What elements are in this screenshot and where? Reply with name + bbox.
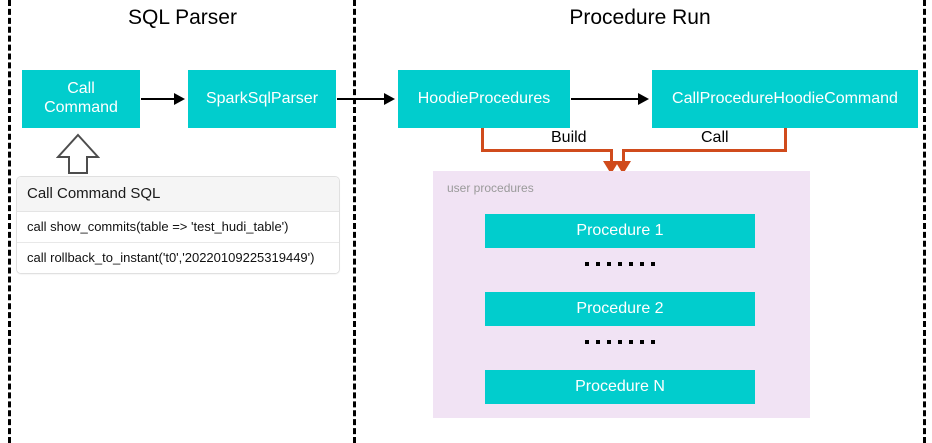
section-title-procedure-run: Procedure Run [569,6,711,29]
node-call-command-line1: Call [67,80,95,98]
ellipsis-dot [585,340,589,344]
procedures-ellipsis [485,337,755,347]
sql-table-row: call rollback_to_instant('t0','202201092… [17,243,339,273]
ellipsis-dot [607,340,611,344]
ellipsis-dot [651,262,655,266]
section-divider-right [923,0,926,443]
arrow-hoodieprocedures-to-callprocedurehoodiecommand-head [638,93,649,105]
procedure-item[interactable]: Procedure N [485,370,755,404]
build-connector-horizontal [481,149,613,152]
arrow-sparksqlparser-to-hoodieprocedures-head [384,93,395,105]
node-call-command[interactable]: Call Command [22,70,140,128]
user-procedures-panel-title: user procedures [447,181,534,195]
block-up-arrow-icon [55,133,101,175]
node-call-command-line2: Command [44,99,118,116]
ellipsis-dot [596,262,600,266]
node-hoodie-procedures[interactable]: HoodieProcedures [398,70,570,128]
node-call-procedure-hoodie-command[interactable]: CallProcedureHoodieCommand [652,70,918,128]
ellipsis-dot [629,262,633,266]
arrow-call-command-to-sparksqlparser-line [141,98,175,100]
procedure-item[interactable]: Procedure 2 [485,292,755,326]
ellipsis-dot [640,340,644,344]
ellipsis-dot [618,262,622,266]
section-divider-middle [353,0,356,443]
call-connector-label: Call [695,129,735,147]
sql-table-header: Call Command SQL [17,177,339,212]
node-spark-sql-parser[interactable]: SparkSqlParser [188,70,336,128]
call-connector-vertical-stub [784,128,787,152]
ellipsis-dot [596,340,600,344]
call-connector-descender [622,149,625,163]
ellipsis-dot [651,340,655,344]
procedure-item[interactable]: Procedure 1 [485,214,755,248]
ellipsis-dot [618,340,622,344]
ellipsis-dot [585,262,589,266]
node-call-command-label: Call Command [44,80,118,118]
arrow-call-command-to-sparksqlparser-head [174,93,185,105]
user-procedures-panel: user procedures Procedure 1 Procedure 2 … [433,171,810,418]
section-divider-left [8,0,11,443]
build-connector-label: Build [545,129,593,147]
arrow-sparksqlparser-to-hoodieprocedures-line [337,98,385,100]
ellipsis-dot [629,340,633,344]
section-title-sql-parser: SQL Parser [128,6,237,29]
call-connector-arrowhead [615,161,631,174]
build-connector-descender [610,149,613,163]
ellipsis-dot [607,262,611,266]
procedures-ellipsis [485,259,755,269]
arrow-hoodieprocedures-to-callprocedurehoodiecommand-line [571,98,639,100]
sql-table-row: call show_commits(table => 'test_hudi_ta… [17,212,339,243]
call-command-sql-table: Call Command SQL call show_commits(table… [16,176,340,274]
build-connector-vertical-stub [481,128,484,152]
ellipsis-dot [640,262,644,266]
call-connector-horizontal [622,149,787,152]
